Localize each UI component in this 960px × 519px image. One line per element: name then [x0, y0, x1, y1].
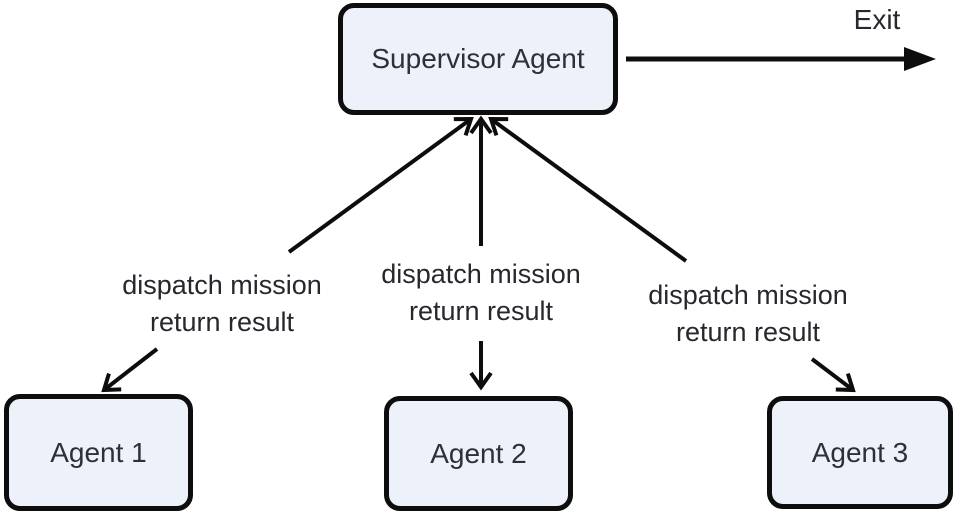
edge-supervisor-agent3-lower-segment: [810, 357, 856, 393]
node-agent-3-label: Agent 3: [811, 436, 909, 468]
edge-label-supervisor-agent2-line2: return result: [408, 296, 554, 326]
edge-label-supervisor-agent3-line2: return result: [675, 317, 821, 347]
node-supervisor-agent: Supervisor Agent: [338, 3, 618, 115]
edge-supervisor-agent1-upper-segment: [287, 116, 474, 254]
node-agent-2-label: Agent 2: [430, 437, 527, 469]
edge-label-supervisor-agent1-line2: return result: [149, 307, 295, 337]
edge-label-supervisor-agent3: dispatch mission return result: [648, 277, 848, 351]
edge-label-exit: Exit: [853, 4, 901, 35]
edge-label-supervisor-agent1-line1: dispatch mission: [122, 270, 322, 300]
node-supervisor-agent-label: Supervisor Agent: [371, 43, 585, 74]
edge-label-supervisor-agent2: dispatch mission return result: [381, 256, 581, 330]
node-agent-1: Agent 1: [4, 394, 193, 511]
edge-label-supervisor-agent3-line1: dispatch mission: [648, 280, 848, 310]
edge-supervisor-agent3-upper-segment: [488, 116, 688, 263]
node-agent-2: Agent 2: [384, 396, 573, 511]
edge-label-supervisor-agent1: dispatch mission return result: [122, 267, 322, 341]
node-agent-3: Agent 3: [767, 396, 953, 509]
edge-label-supervisor-agent2-line1: dispatch mission: [381, 259, 581, 289]
edge-supervisor-agent1-lower-segment: [101, 347, 159, 393]
node-agent-1-label: Agent 1: [50, 436, 147, 468]
